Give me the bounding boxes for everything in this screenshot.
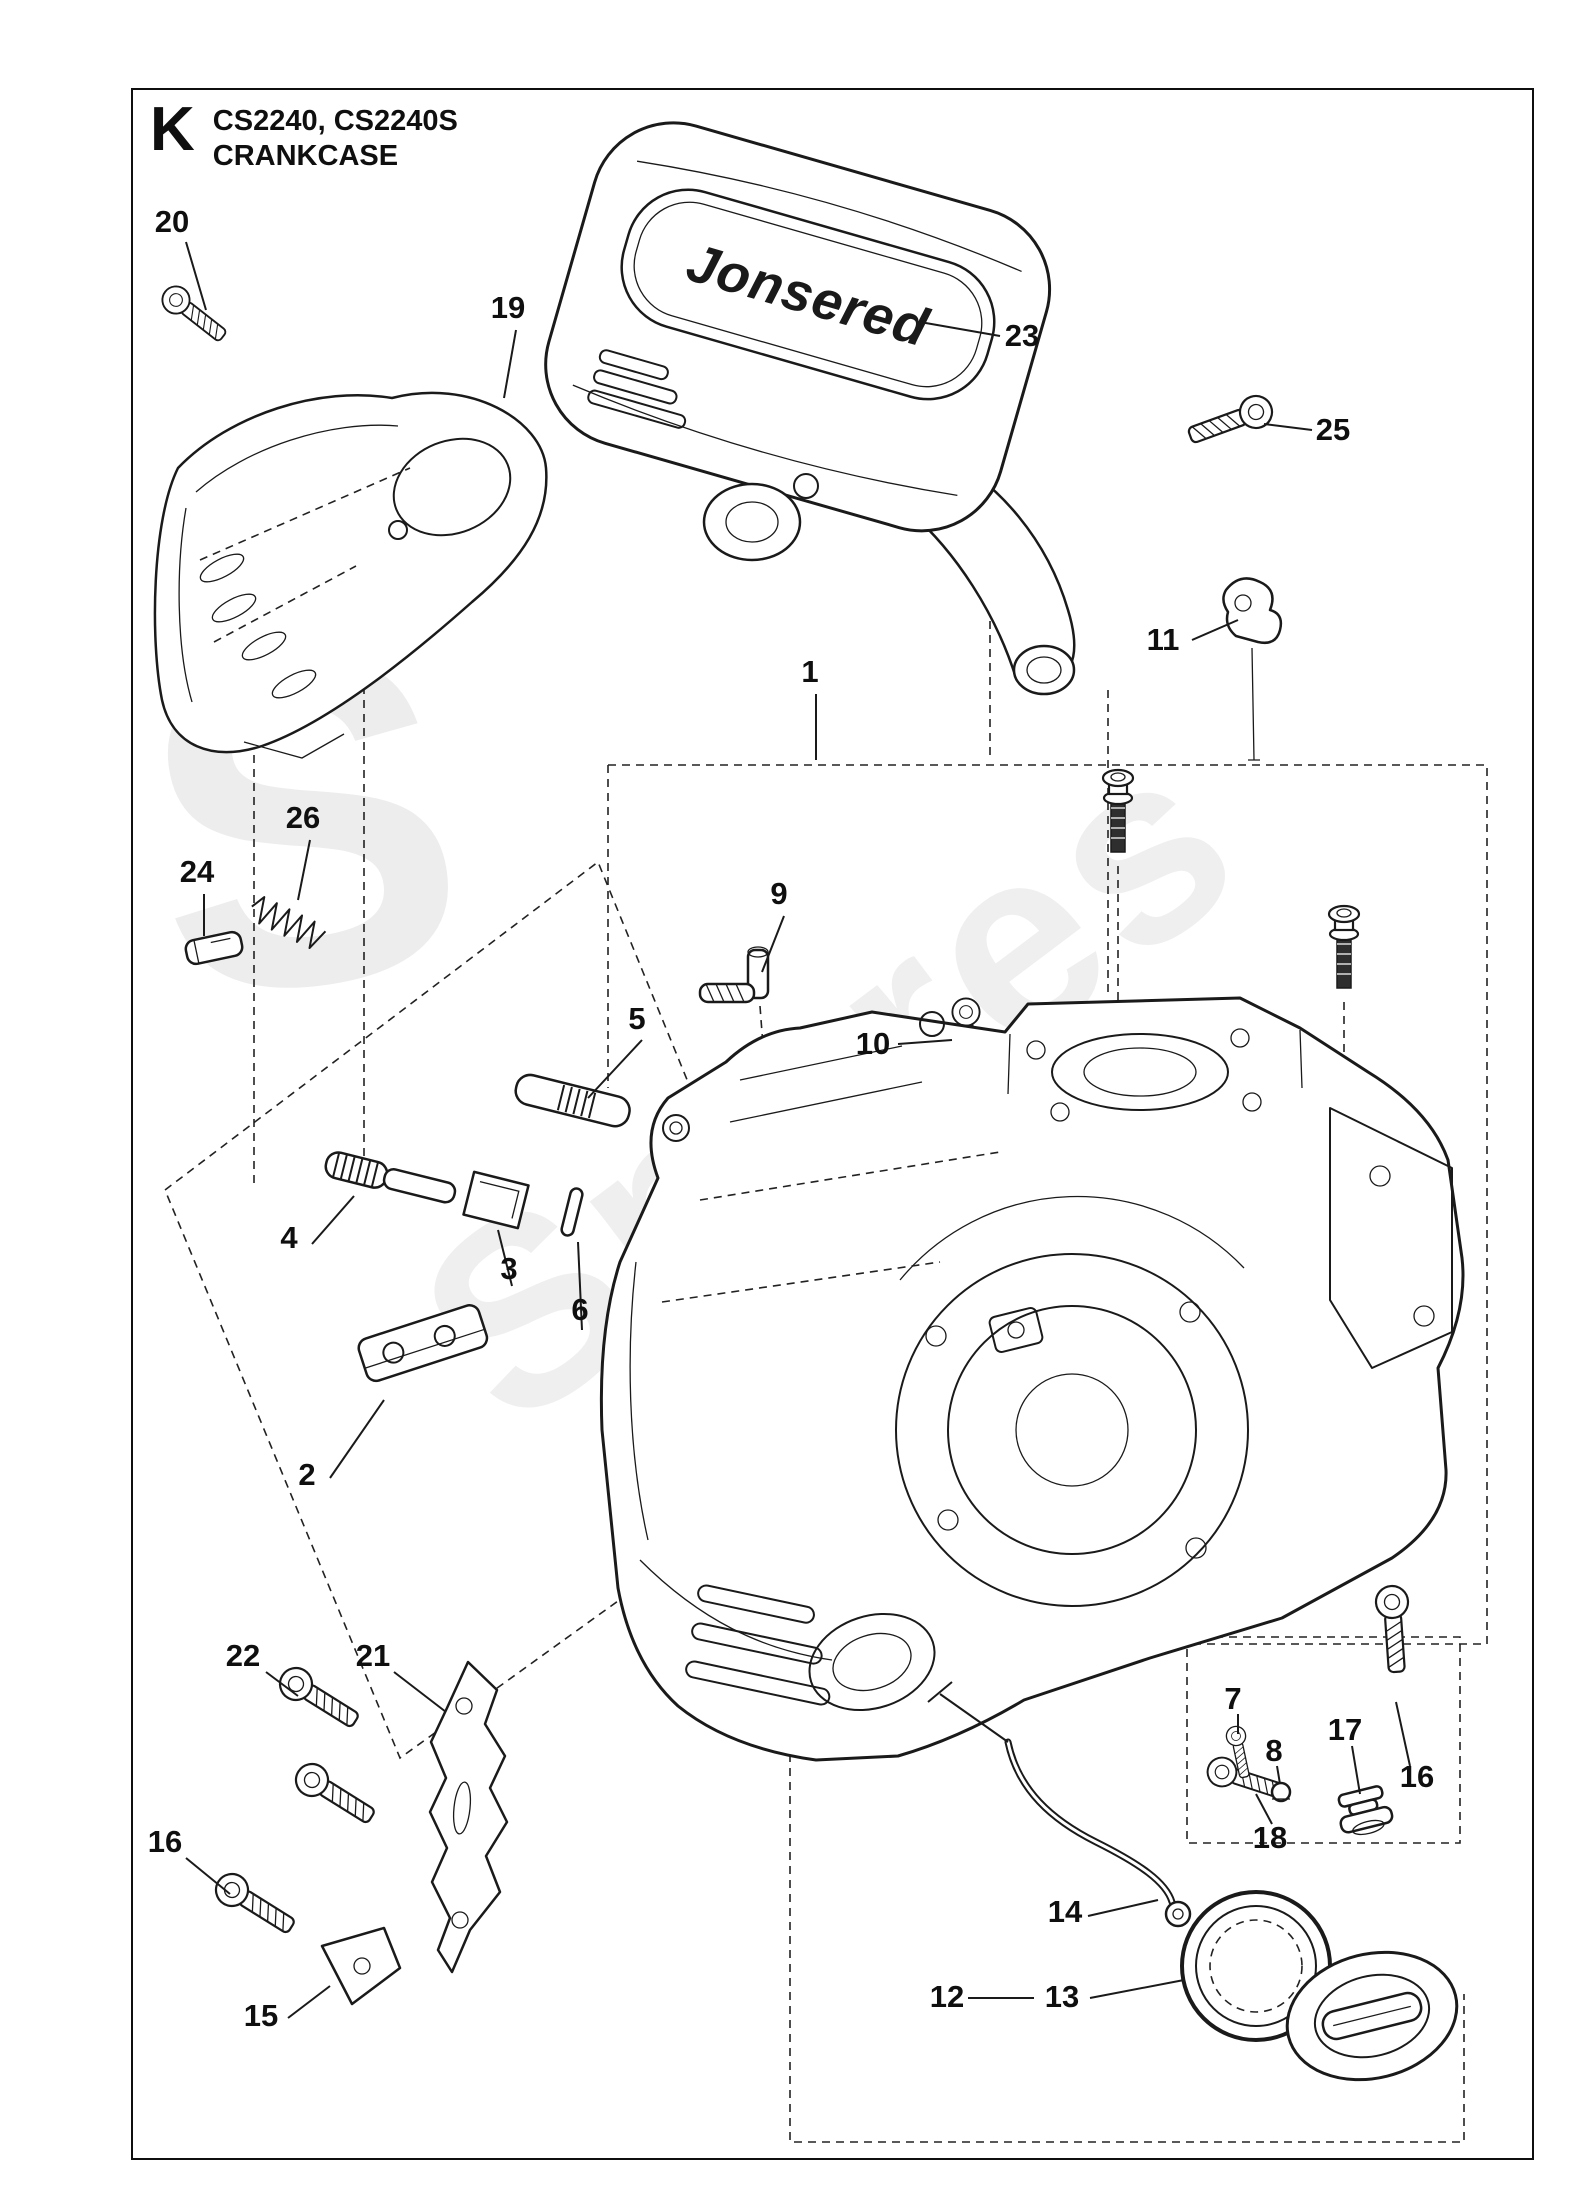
leader-line [1395, 1701, 1411, 1767]
muffler-detail [702, 482, 802, 562]
part-fuel-cap-12 [1285, 1950, 1459, 2082]
part-screw-25 [1183, 390, 1278, 453]
leader-line [287, 1985, 331, 2019]
part-cylinder-bolt-right [1327, 904, 1361, 990]
section-letter: K [150, 95, 195, 164]
leader-line [1191, 619, 1239, 641]
part-screw-16-left [208, 1866, 301, 1942]
part-crankcase-body [599, 996, 1465, 1762]
part-screw-22b [288, 1756, 381, 1832]
leader-line [497, 1229, 513, 1287]
leader-line [577, 1241, 583, 1331]
title-block: K CS2240, CS2240S CRANKCASE [150, 95, 458, 174]
part-screw-20 [155, 279, 233, 349]
leader-line [587, 1039, 643, 1099]
part-catch-24 [184, 930, 244, 966]
leader-line [329, 1399, 385, 1479]
part-chain-brake-guard [153, 391, 548, 759]
part-plug-8 [1270, 1781, 1292, 1803]
leader-line [503, 329, 517, 399]
logo-band [620, 188, 996, 401]
leader-line [265, 1671, 299, 1697]
part-pin-6 [560, 1187, 584, 1237]
part-spring-26 [245, 893, 329, 953]
part-bracket-2 [357, 1304, 489, 1383]
leader-line [1351, 1745, 1361, 1795]
part-screw-22a [272, 1660, 365, 1736]
leader-lines [185, 241, 1411, 2019]
part-spike-bumper-21 [428, 1660, 509, 1974]
leader-line [1255, 1793, 1273, 1825]
part-screw-16-right [1373, 1583, 1414, 1675]
part-pin-5 [514, 1073, 631, 1128]
assembly-boundaries [164, 545, 1488, 2143]
model-codes: CS2240, CS2240S [212, 105, 458, 137]
diagram-title: CRANKCASE [212, 139, 399, 172]
part-top-cover: Jonsered [544, 121, 1076, 696]
leader-line [1263, 423, 1313, 431]
part-oil-line-14 [927, 1681, 1192, 1928]
leader-line [919, 321, 1001, 337]
part-wedge-15 [320, 1926, 402, 2006]
leader-line [185, 1857, 231, 1895]
leader-line [185, 241, 207, 311]
leader-line [1276, 1765, 1281, 1785]
part-fuel-vent-9 [698, 946, 770, 1004]
leader-line [1087, 1899, 1159, 1917]
leader-line [311, 1195, 355, 1245]
part-grommet-17 [1337, 1785, 1394, 1836]
part-cylinder-bolt-left [1101, 768, 1135, 854]
leader-line [897, 1039, 953, 1045]
leader-line [297, 839, 311, 901]
part-plunger-4 [324, 1151, 457, 1204]
part-block-3 [462, 1170, 530, 1230]
part-clamp-11 [1222, 577, 1283, 761]
leader-line [1089, 1979, 1185, 1999]
leader-line [761, 915, 785, 973]
leader-line [393, 1671, 447, 1713]
